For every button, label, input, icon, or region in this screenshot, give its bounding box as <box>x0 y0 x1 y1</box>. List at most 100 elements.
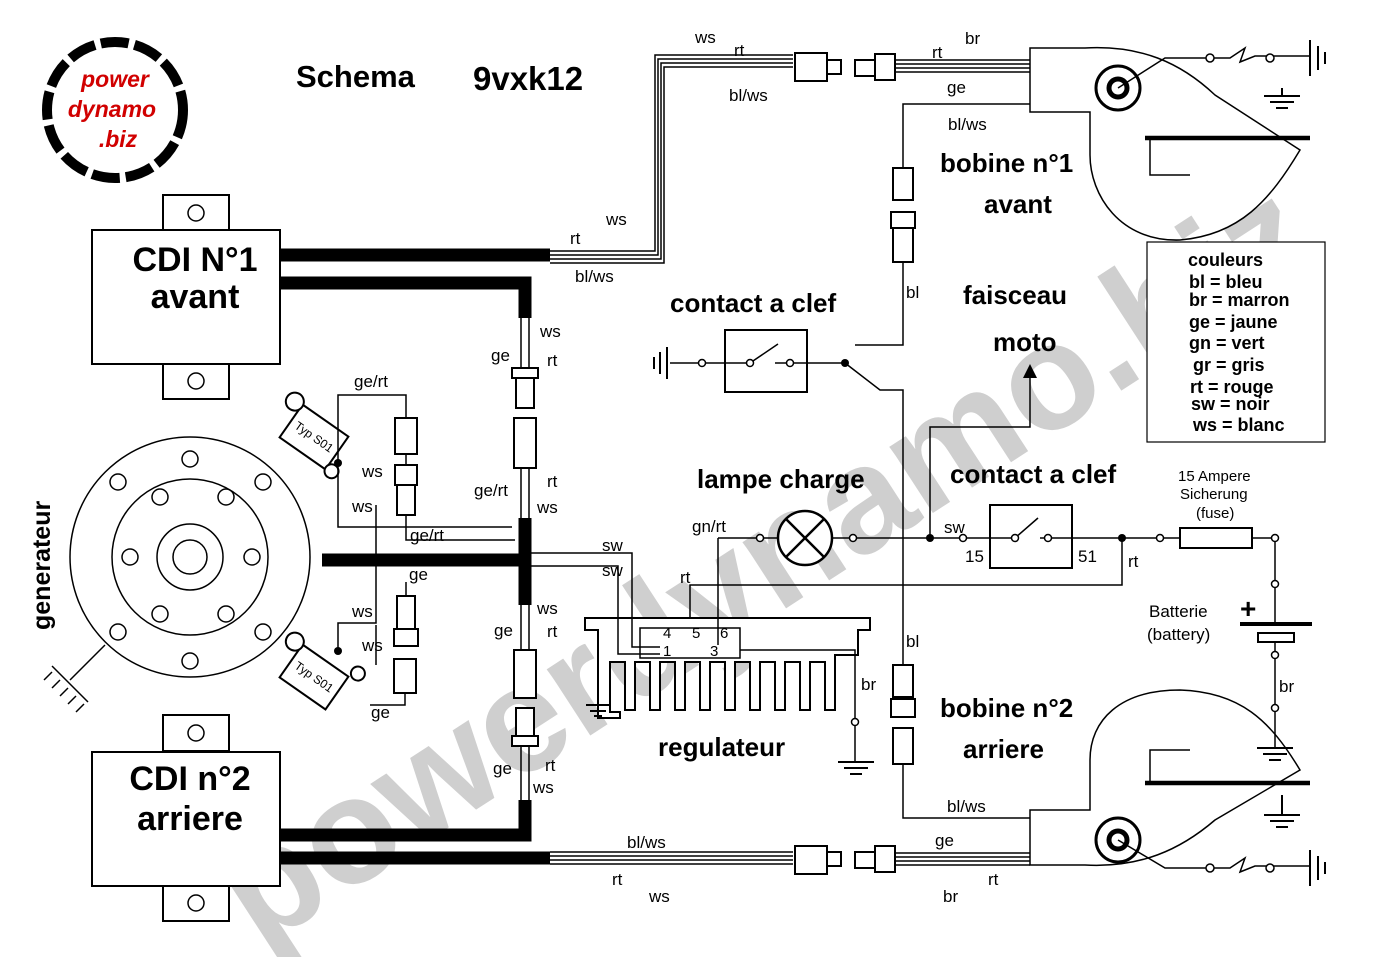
faisceau-sublabel: moto <box>993 327 1057 357</box>
top-wire-run <box>550 52 1030 264</box>
lbl-blws-bot: bl/ws <box>627 833 666 852</box>
color-legend: couleurs bl = bleu br = marron ge = jaun… <box>1146 241 1326 443</box>
ignition-switch-top <box>653 329 849 393</box>
cdi-1-unit: CDI N°1 avant <box>91 194 281 400</box>
lbl-bl-b1: bl <box>906 283 919 302</box>
lbl-rt-bot: rt <box>612 870 623 889</box>
contact-key-mid-label: contact a clef <box>950 459 1117 489</box>
lbl-rt-top2: rt <box>932 43 943 62</box>
lbl-sw-1: sw <box>602 536 624 555</box>
lbl-ws-p1: ws <box>361 462 383 481</box>
ignition-switch-mid <box>958 504 1180 569</box>
cdi-1-sublabel: avant <box>151 278 240 316</box>
cable-harness <box>280 248 550 865</box>
generator-label: generateur <box>28 501 56 630</box>
bobine-1-label: bobine n°1 <box>940 148 1073 178</box>
reg-pin-1: 1 <box>663 643 671 660</box>
legend-item-3: gn = vert <box>1189 333 1265 353</box>
lbl-sw-2: sw <box>602 561 624 580</box>
lbl-ws-1: ws <box>539 322 561 341</box>
lbl-ws-3: ws <box>536 599 558 618</box>
bobine-2-sublabel: arriere <box>963 734 1044 764</box>
lbl-ge-top: ge <box>947 78 966 97</box>
lbl-rt-1: rt <box>547 351 558 370</box>
lbl-gert-pickup: ge/rt <box>354 372 388 391</box>
lbl-ge-p2: ge <box>371 703 390 722</box>
legend-item-4: gr = gris <box>1193 355 1265 375</box>
lbl-rt-reg: rt <box>680 568 691 587</box>
bobine-1 <box>1029 40 1326 241</box>
legend-item-7: ws = blanc <box>1192 415 1285 435</box>
cdi-1-label: CDI N°1 <box>132 241 257 279</box>
reg-pin-4: 4 <box>663 625 671 642</box>
cdi-2-label: CDI n°2 <box>129 760 250 798</box>
generator <box>43 436 311 713</box>
battery-label: Batterie <box>1149 602 1208 621</box>
lbl-15: 15 <box>965 547 984 566</box>
lbl-rt-2: rt <box>547 472 558 491</box>
reg-pin-3: 3 <box>710 643 718 660</box>
fuse-line-3: (fuse) <box>1196 505 1234 522</box>
lbl-blws-cdi1: bl/ws <box>575 267 614 286</box>
lbl-ge-bot: ge <box>935 831 954 850</box>
battery-sublabel: (battery) <box>1147 625 1210 644</box>
reg-pin-5: 5 <box>692 625 700 642</box>
reg-pin-6: 6 <box>720 625 728 642</box>
lbl-rt-4: rt <box>545 756 556 775</box>
lbl-ws-p2: ws <box>351 497 373 516</box>
lbl-rt-bot2: rt <box>988 870 999 889</box>
legend-title: couleurs <box>1188 250 1263 270</box>
lbl-ge-p: ge <box>409 565 428 584</box>
lbl-blws-top: bl/ws <box>729 86 768 105</box>
bottom-wire-run <box>550 845 1030 875</box>
lbl-br-top: br <box>965 29 980 48</box>
lbl-gnrt: gn/rt <box>692 517 726 536</box>
logo-line-3: .biz <box>99 126 138 152</box>
lbl-blws-b2: bl/ws <box>947 797 986 816</box>
lbl-ge-2: ge <box>494 621 513 640</box>
legend-item-0: bl = bleu <box>1189 272 1263 292</box>
harness-connectors <box>511 318 539 800</box>
faisceau-label: faisceau <box>963 280 1067 310</box>
fuse-line-2: Sicherung <box>1180 486 1248 503</box>
lbl-ge-3: ge <box>493 759 512 778</box>
cdi-2-sublabel: arriere <box>137 800 243 838</box>
lbl-ws-p4: ws <box>361 636 383 655</box>
pickup-1: Typ S01 <box>278 391 350 480</box>
lbl-br-batt: br <box>1279 677 1294 696</box>
lbl-ws-2: ws <box>536 498 558 517</box>
charge-lamp <box>718 509 990 567</box>
bobine-2 <box>1029 689 1326 886</box>
contact-key-top-label: contact a clef <box>670 288 837 318</box>
lbl-ws-p3: ws <box>351 602 373 621</box>
bobine-2-label: bobine n°2 <box>940 693 1073 723</box>
title-schema: Schema <box>296 59 416 94</box>
lbl-rt-top: rt <box>734 41 745 60</box>
lbl-br-bot: br <box>943 887 958 906</box>
regulator-label: regulateur <box>658 732 785 762</box>
lbl-sw-mid: sw <box>944 518 966 537</box>
cdi-2-unit: CDI n°2 arriere <box>91 714 281 922</box>
logo: power dynamo .biz <box>42 37 188 183</box>
legend-item-5: rt = rouge <box>1190 377 1274 397</box>
regulator <box>584 617 871 719</box>
lbl-gert-p: ge/rt <box>410 526 444 545</box>
fuse-line-1: 15 Ampere <box>1178 468 1251 485</box>
lbl-rt-cdi1: rt <box>570 229 581 248</box>
lbl-rt-3: rt <box>547 622 558 641</box>
lbl-ws-4: ws <box>532 778 554 797</box>
lbl-ws-top: ws <box>694 28 716 47</box>
legend-item-6: sw = noir <box>1191 394 1270 414</box>
lbl-rt-batt: rt <box>1128 552 1139 571</box>
title-model: 9vxk12 <box>473 60 583 97</box>
fuse <box>1179 527 1253 549</box>
lbl-ws-cdi1: ws <box>605 210 627 229</box>
bobine-1-sublabel: avant <box>984 189 1052 219</box>
lbl-51: 51 <box>1078 547 1097 566</box>
lbl-blws-b1: bl/ws <box>948 115 987 134</box>
lbl-gert-1: ge/rt <box>474 481 508 500</box>
pickup-2: Typ S01 <box>278 631 366 711</box>
lbl-ws-bot: ws <box>648 887 670 906</box>
